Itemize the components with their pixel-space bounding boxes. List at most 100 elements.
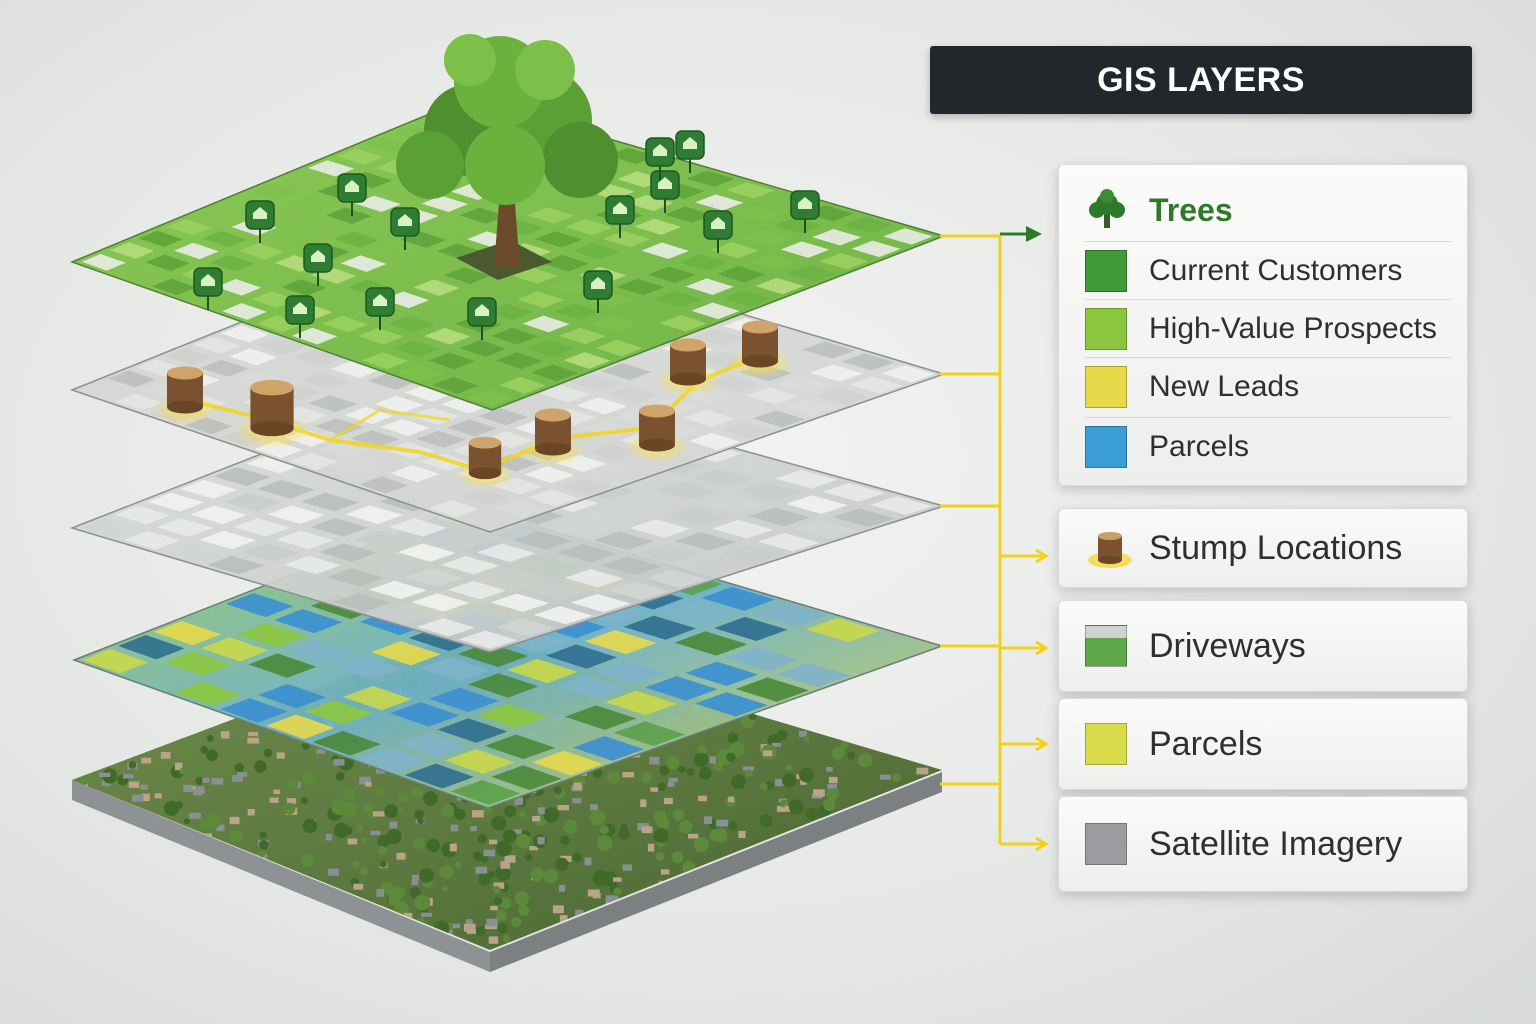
- tree-canopy: [777, 730, 788, 741]
- tree-canopy: [259, 840, 269, 850]
- tree-canopy: [179, 768, 186, 775]
- tree-canopy: [343, 801, 357, 815]
- tree-canopy: [760, 782, 768, 790]
- tree-canopy: [334, 823, 349, 838]
- tree-canopy: [491, 816, 506, 831]
- house-roof: [486, 919, 497, 927]
- house-roof: [270, 798, 279, 803]
- tree-canopy: [353, 861, 360, 868]
- layer-label: Driveways: [1149, 627, 1306, 666]
- legend-swatch: [1085, 250, 1127, 292]
- house-roof: [212, 778, 224, 785]
- tree-canopy: [694, 837, 709, 852]
- title-bar: GIS LAYERS: [930, 46, 1472, 114]
- stump-icon: [1085, 526, 1135, 570]
- tree-canopy: [493, 886, 501, 894]
- tree-canopy: [413, 837, 425, 849]
- tree-canopy: [726, 753, 735, 762]
- layer-row: Driveways: [1085, 617, 1451, 675]
- house-roof: [739, 831, 746, 838]
- layer-swatch: [1085, 625, 1127, 667]
- tree-canopy: [478, 873, 490, 885]
- tree-canopy: [892, 773, 901, 782]
- tree-canopy: [731, 774, 746, 789]
- house-roof: [553, 905, 564, 913]
- house-roof: [397, 853, 406, 860]
- house-roof: [248, 809, 255, 816]
- tree-canopy: [478, 834, 487, 843]
- house-roof: [829, 777, 838, 783]
- layer-row: Stump Locations: [1085, 519, 1451, 577]
- tree-canopy: [511, 917, 521, 927]
- tree-canopy: [687, 768, 694, 775]
- tree-canopy: [361, 837, 367, 843]
- tree-canopy: [556, 858, 569, 871]
- layer-card-satellite: Satellite Imagery: [1058, 796, 1468, 892]
- tree-canopy: [554, 787, 562, 795]
- tree-canopy: [264, 749, 273, 758]
- tree-canopy: [519, 811, 526, 818]
- house-roof: [664, 798, 673, 804]
- trees-arrow: [1000, 226, 1042, 242]
- legend-item-label: Parcels: [1149, 430, 1249, 464]
- house-roof: [623, 864, 632, 870]
- tree-canopy: [786, 764, 792, 770]
- house-roof: [464, 924, 476, 932]
- legend-item-label: Current Customers: [1149, 254, 1402, 288]
- tree-canopy: [442, 886, 448, 892]
- tree-canopy: [363, 802, 373, 812]
- tree-canopy: [789, 799, 804, 814]
- tree-canopy: [336, 772, 345, 781]
- house-roof: [365, 782, 371, 787]
- tree-canopy: [207, 735, 214, 742]
- house-roof: [373, 811, 385, 816]
- house-roof: [698, 796, 707, 802]
- house-roof: [472, 810, 484, 817]
- tree-canopy: [342, 788, 355, 801]
- tree-canopy: [287, 778, 299, 790]
- tree-canopy: [504, 805, 516, 817]
- tree-canopy: [388, 888, 401, 901]
- house-roof: [376, 889, 384, 897]
- house-roof: [710, 756, 717, 763]
- legend-swatch: [1085, 426, 1127, 468]
- tree-canopy: [655, 852, 664, 861]
- house-roof: [649, 757, 659, 765]
- tree-canopy: [560, 836, 569, 845]
- layer-swatch: [1085, 823, 1127, 865]
- layer-card-driveways: Driveways: [1058, 600, 1468, 692]
- layer-row: Satellite Imagery: [1085, 815, 1451, 873]
- tree-canopy: [832, 747, 845, 760]
- house-roof: [470, 826, 476, 831]
- legend-item: New Leads: [1085, 357, 1451, 416]
- tree-canopy: [544, 807, 560, 823]
- legend-item-label: High-Value Prospects: [1149, 312, 1437, 346]
- tree-canopy: [699, 767, 712, 780]
- house-roof: [612, 896, 619, 901]
- house-roof: [642, 826, 653, 833]
- house-roof: [453, 924, 461, 929]
- tree-canopy: [440, 804, 453, 817]
- tree-canopy: [713, 828, 727, 842]
- tree-canopy: [544, 869, 558, 883]
- legend-swatch: [1085, 366, 1127, 408]
- house-roof: [274, 790, 280, 794]
- house-roof: [728, 797, 734, 803]
- layer-card-stumps: Stump Locations: [1058, 508, 1468, 588]
- tree-canopy: [302, 771, 316, 785]
- tree-canopy: [659, 765, 669, 775]
- tree-canopy: [531, 868, 544, 881]
- tree-canopy: [678, 766, 685, 773]
- house-roof: [880, 775, 891, 780]
- house-roof: [123, 774, 133, 779]
- house-roof: [221, 731, 230, 738]
- tree-canopy: [823, 799, 835, 811]
- house-roof: [538, 837, 545, 844]
- tree-canopy: [417, 817, 424, 824]
- house-roof: [248, 732, 258, 736]
- tree-canopy: [164, 801, 179, 816]
- tree-canopy: [260, 832, 267, 839]
- house-roof: [489, 936, 499, 943]
- house-roof: [826, 767, 833, 772]
- tree-canopy: [226, 747, 234, 755]
